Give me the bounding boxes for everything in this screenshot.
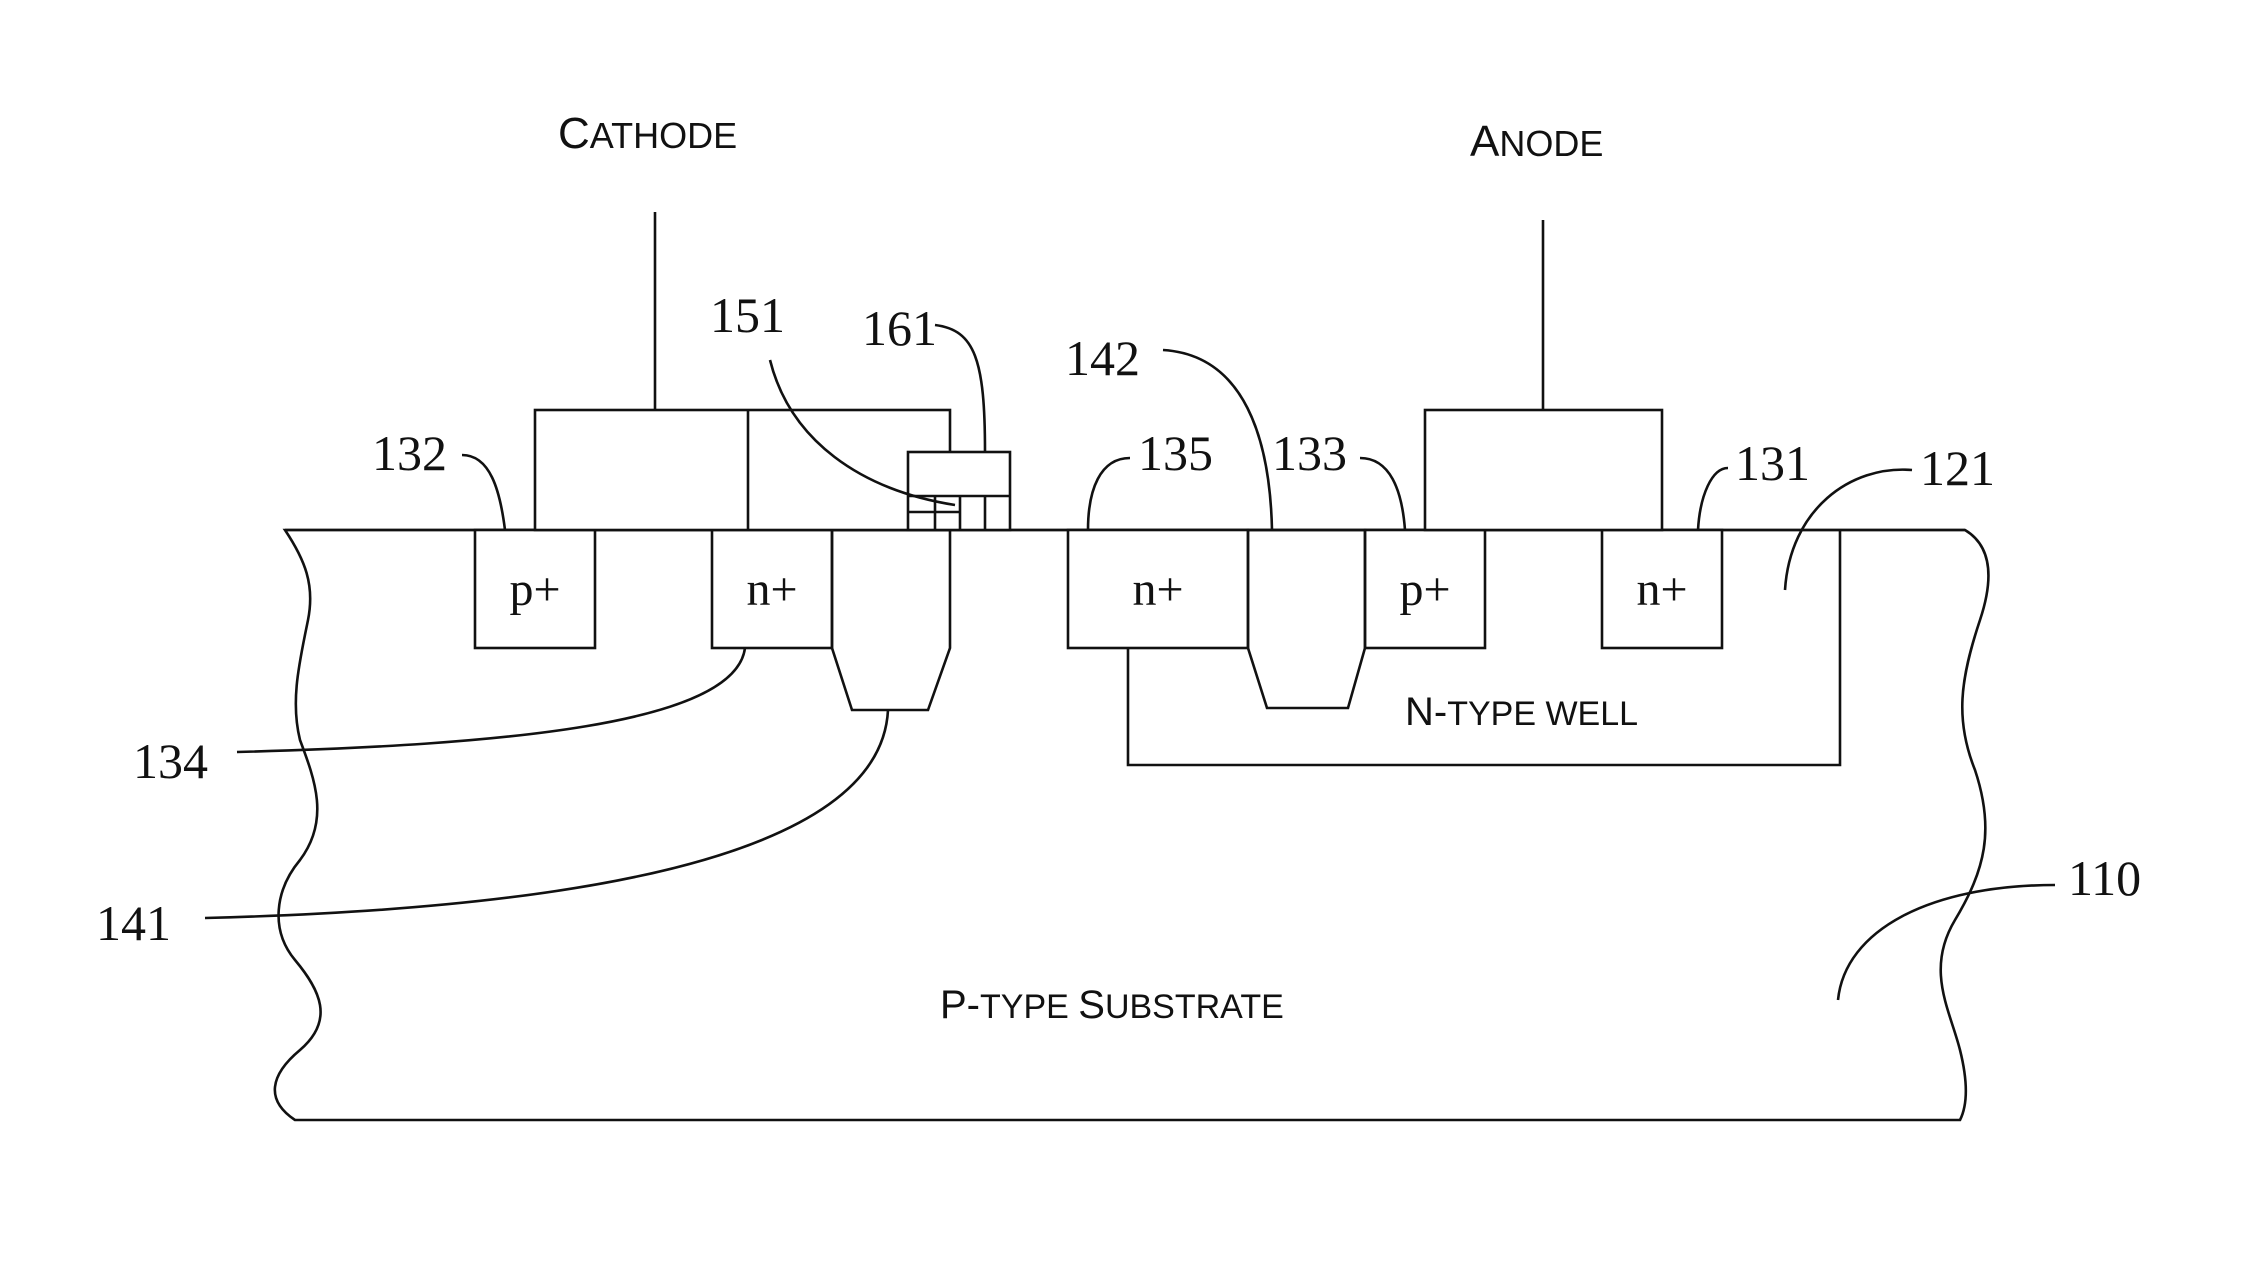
n-type-well-label-cap: N- [1405,690,1447,734]
anode-label-cap: A [1470,117,1500,166]
anode-label: ANODE [1470,117,1603,166]
ref-133: 133 [1272,425,1347,481]
well-n-plus-right-label: n+ [1636,563,1687,616]
cathode-label-rest: ATHODE [590,115,737,156]
well-n-plus-left-label: n+ [1132,563,1183,616]
ref-121: 121 [1920,440,1995,496]
leader-133 [1360,458,1405,530]
leader-131 [1698,468,1728,530]
anode-contact-block [1425,410,1662,530]
ref-110: 110 [2068,850,2141,906]
substrate-label-rest1: TYPE [980,988,1078,1026]
substrate-label-cap2: S [1078,983,1105,1027]
leader-134 [237,648,745,752]
ref-135: 135 [1138,425,1213,481]
substrate-label-rest2: UBSTRATE [1105,988,1284,1026]
ref-151: 151 [710,287,785,343]
n-type-well-label-rest: TYPE WELL [1447,695,1638,733]
cathode-n-plus-label: n+ [746,563,797,616]
ref-131: 131 [1735,435,1810,491]
leader-110 [1838,885,2055,1000]
ref-132: 132 [372,425,447,481]
ref-141: 141 [96,895,171,951]
substrate-label-cap1: P- [940,983,980,1027]
leader-141 [205,710,888,918]
p-type-substrate-label: P-TYPE SUBSTRATE [940,983,1284,1027]
ref-134: 134 [133,733,208,789]
leader-135 [1088,458,1130,530]
cathode-label: CATHODE [558,109,737,158]
ref-142: 142 [1065,330,1140,386]
isolation-trench-142 [1248,530,1365,708]
leader-132 [462,455,505,530]
isolation-trench-141 [832,530,950,710]
cathode-contact-block [535,410,950,530]
cathode-p-plus-label: p+ [509,563,560,616]
cathode-label-cap: C [558,109,590,158]
ref-161: 161 [862,300,937,356]
n-type-well-label: N-TYPE WELL [1405,690,1638,734]
anode-label-rest: NODE [1499,123,1603,164]
anode-p-plus-label: p+ [1399,563,1450,616]
